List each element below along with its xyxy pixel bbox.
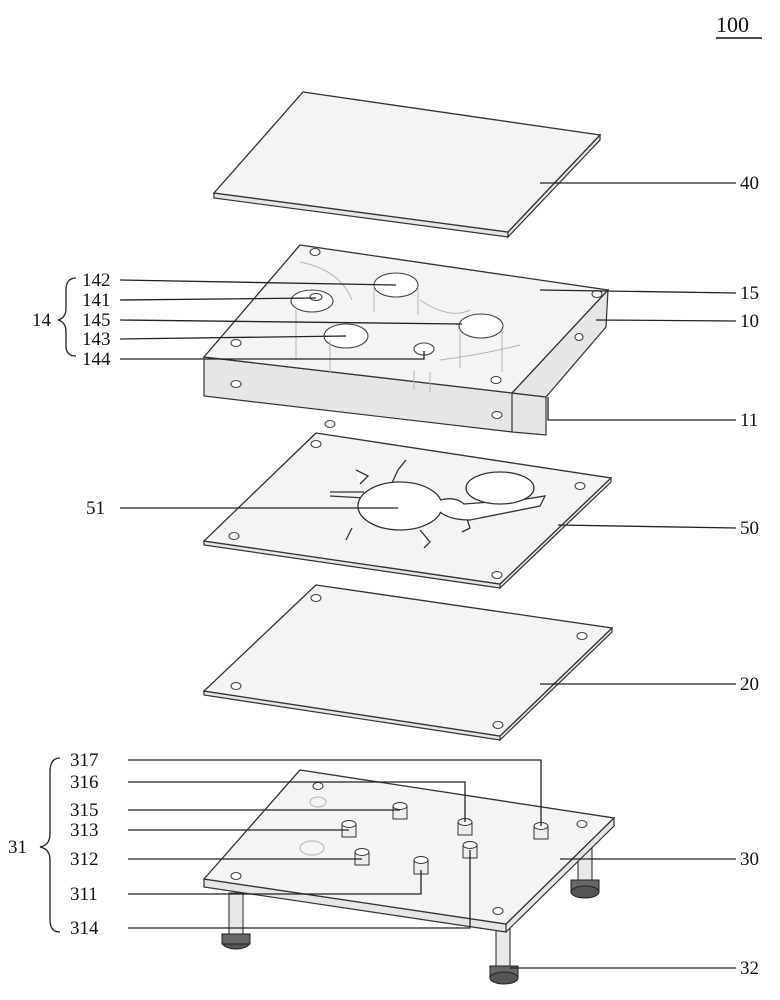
label-32: 32 bbox=[740, 958, 759, 979]
label-315: 315 bbox=[70, 800, 99, 821]
port-145 bbox=[459, 314, 503, 338]
label-50: 50 bbox=[740, 518, 759, 539]
film-50 bbox=[204, 433, 611, 588]
port-141 bbox=[291, 290, 333, 312]
label-312: 312 bbox=[70, 849, 99, 870]
label-314: 314 bbox=[70, 918, 99, 939]
base-plate-30 bbox=[204, 770, 614, 984]
label-144: 144 bbox=[82, 349, 111, 370]
pin-315 bbox=[393, 803, 407, 820]
label-20: 20 bbox=[740, 674, 759, 695]
label-40: 40 bbox=[740, 173, 759, 194]
plate-40 bbox=[214, 92, 600, 237]
label-141: 141 bbox=[82, 290, 111, 311]
label-31: 31 bbox=[8, 837, 27, 858]
reservoir-cut bbox=[466, 472, 534, 504]
label-143: 143 bbox=[82, 329, 111, 350]
label-145: 145 bbox=[82, 310, 111, 331]
brace-31 bbox=[40, 758, 60, 932]
pin-312 bbox=[355, 849, 369, 866]
label-51: 51 bbox=[86, 498, 105, 519]
label-30: 30 bbox=[740, 849, 759, 870]
foot-32-rear-left bbox=[222, 893, 250, 949]
label-313: 313 bbox=[70, 820, 99, 841]
label-14: 14 bbox=[32, 310, 52, 331]
label-142: 142 bbox=[82, 270, 111, 291]
figure-reference: 100 bbox=[716, 12, 749, 37]
pin-313 bbox=[342, 821, 356, 838]
label-11: 11 bbox=[740, 410, 758, 431]
label-311: 311 bbox=[70, 884, 98, 905]
label-317: 317 bbox=[70, 750, 99, 771]
brace-14 bbox=[58, 278, 76, 356]
label-10: 10 bbox=[740, 311, 759, 332]
plate-20 bbox=[204, 585, 612, 740]
label-316: 316 bbox=[70, 772, 99, 793]
label-15: 15 bbox=[740, 283, 759, 304]
